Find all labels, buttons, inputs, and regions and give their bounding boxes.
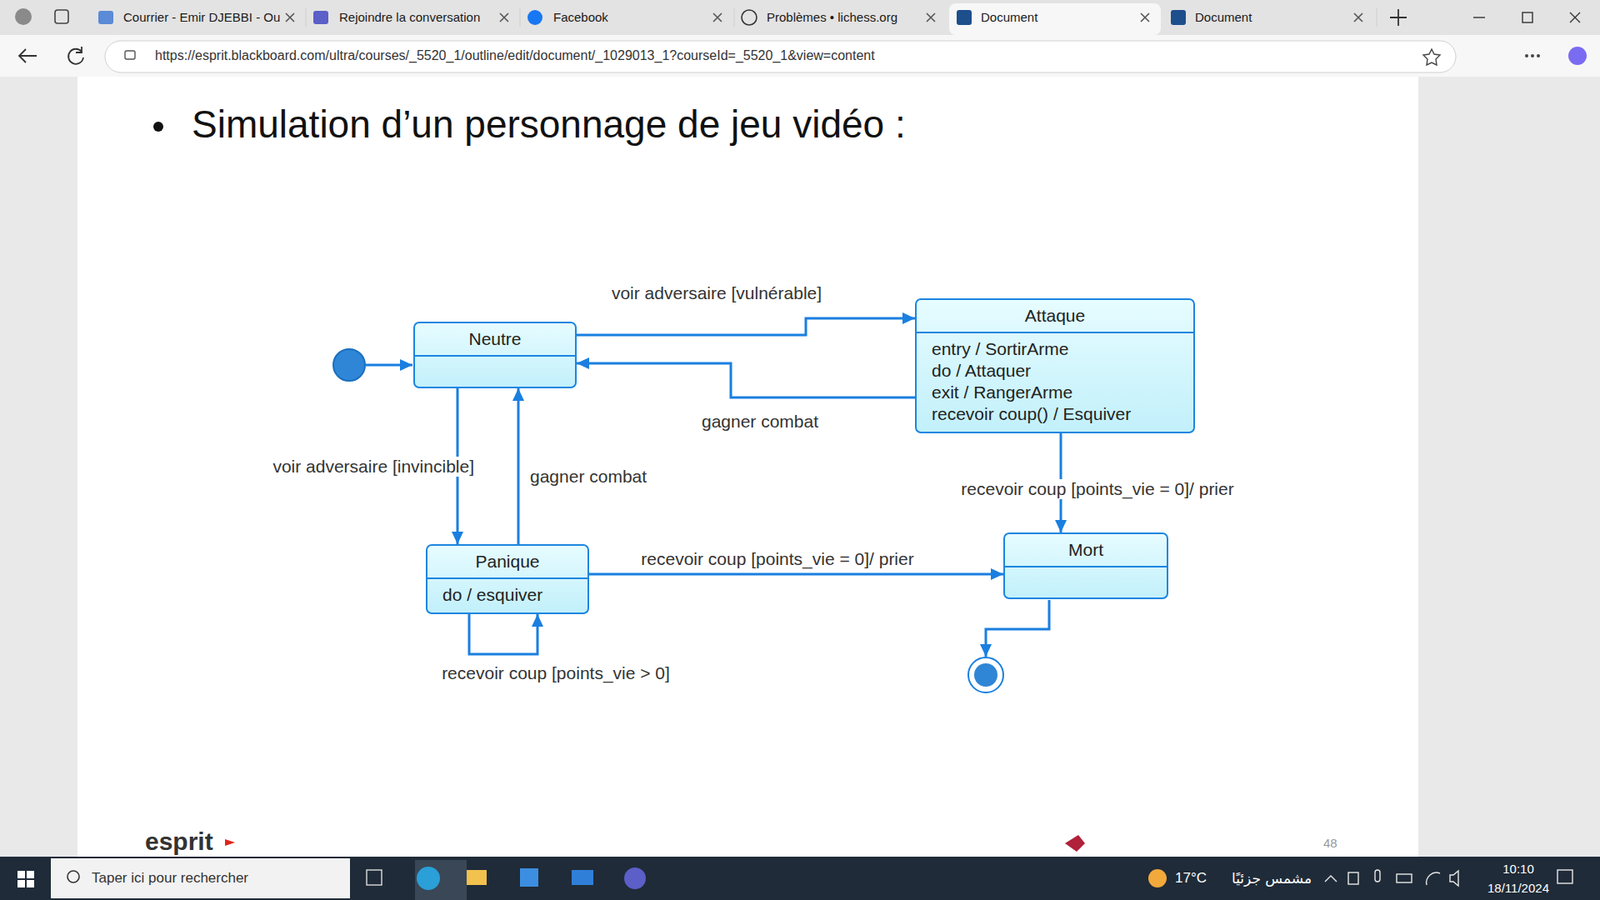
transition-arrow: [576, 318, 915, 335]
page-number: 48: [1323, 835, 1338, 851]
weather-icon: [1148, 869, 1167, 888]
state-name: Attaque: [916, 300, 1194, 334]
state-compartment: [415, 356, 575, 387]
transition-arrow: [576, 363, 915, 398]
slide-title: Simulation d’un personnage de jeu vidéo …: [191, 101, 906, 148]
state-compartment: do / esquiver: [427, 579, 588, 613]
transition-label: recevoir coup [points_vie > 0]: [439, 663, 673, 684]
active-tab: [949, 3, 1161, 35]
weather-text: مشمس جزئيًا: [1231, 870, 1312, 887]
page-ground: [0, 76, 1600, 857]
state-box: Panique do / esquiver: [425, 544, 590, 615]
restore-icon: [1522, 12, 1533, 23]
clock-time: 10:10: [1502, 861, 1535, 877]
temperature: 17°C: [1175, 870, 1207, 887]
search-icon: [67, 870, 80, 883]
state-compartment: entry / SortirArmedo / Attaquerexit / Ra…: [916, 333, 1194, 432]
tab-title: Courrier - Emir DJEBBI - Ou: [123, 10, 280, 25]
initial-state: [333, 349, 365, 381]
transition-label: voir adversaire [invincible]: [270, 456, 477, 477]
esprit-emblem: [1065, 835, 1085, 852]
taskbar-apps: [366, 860, 646, 900]
tab-favicons: [98, 10, 1186, 25]
transition-label: voir adversaire [vulnérable]: [609, 283, 825, 304]
copilot-icon: [1568, 46, 1587, 65]
start-icon: [17, 870, 35, 888]
final-state-core: [974, 663, 998, 687]
transition-label: gagner combat: [527, 466, 650, 487]
search-box: [50, 858, 350, 899]
final-state-ring: [968, 657, 1004, 693]
state-name: Neutre: [415, 323, 575, 357]
minimize-icon: [1473, 16, 1485, 18]
close-icon: [1570, 12, 1580, 23]
transition-label: recevoir coup [points_vie = 0]/ prier: [638, 549, 916, 570]
state-compartment: [1005, 567, 1167, 598]
tab-separators: [305, 8, 1377, 27]
transition-arrow: [589, 573, 1004, 576]
url-text: https://esprit.blackboard.com/ultra/cour…: [155, 47, 875, 64]
state-action: do / esquiver: [442, 584, 573, 606]
profile-icon: [15, 8, 32, 25]
state-action: recevoir coup() / Esquiver: [931, 403, 1179, 425]
menu-dots: [1525, 54, 1540, 58]
state-box: Neutre: [413, 321, 577, 389]
tab-strip: [0, 0, 1600, 35]
clock-date: 18/11/2024: [1487, 880, 1550, 896]
final-transition: [985, 600, 1050, 657]
transition-arrow: [469, 614, 538, 655]
state-action: exit / RangerArme: [931, 381, 1179, 404]
state-action: do / Attaquer: [931, 360, 1179, 382]
tab-title: Problèmes • lichess.org: [766, 10, 898, 25]
back-icon: [19, 49, 37, 63]
slide: [77, 76, 1419, 857]
state-name: Panique: [427, 545, 588, 580]
logo-flag: [225, 839, 235, 846]
state-box: Mort: [1003, 532, 1169, 600]
lock-icon: [125, 50, 135, 60]
favorite-icon: [1423, 49, 1440, 65]
reload-icon: [68, 46, 84, 65]
taskbar: [0, 856, 1600, 900]
state-action: entry / SortirArme: [931, 338, 1179, 360]
tab-title: Rejoindre la conversation: [339, 10, 480, 25]
logo-text: esprit: [145, 826, 214, 857]
search-placeholder: Taper ici pour rechercher: [91, 870, 249, 887]
toolbar: [0, 35, 1600, 77]
new-tab-icon: [1390, 9, 1407, 26]
tab-title: Document: [980, 10, 1038, 25]
address-bar: [105, 40, 1456, 73]
tab-title: Facebook: [553, 10, 609, 25]
transition-arrow: [517, 388, 520, 545]
transition-label: recevoir coup [points_vie = 0]/ prier: [958, 479, 1236, 500]
initial-transition: [365, 364, 413, 367]
tabs-icon: [55, 10, 69, 24]
title-bullet: [153, 121, 164, 132]
tab-title: Document: [1195, 10, 1252, 25]
state-box: Attaqueentry / SortirArmedo / Attaquerex…: [915, 298, 1195, 434]
state-name: Mort: [1005, 534, 1167, 568]
transition-label: gagner combat: [699, 411, 821, 432]
